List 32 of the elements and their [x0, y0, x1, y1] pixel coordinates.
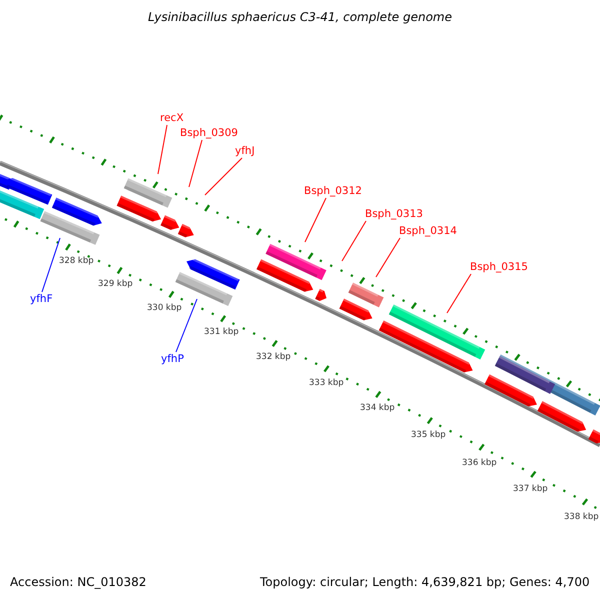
gene-label: Bsph_0309 — [180, 126, 238, 140]
gene-label: recX — [160, 111, 184, 125]
tick-label: 334 kbp — [360, 402, 395, 414]
gene-label: yfhJ — [235, 144, 255, 158]
leader-line — [446, 274, 472, 314]
leader-line — [158, 124, 168, 174]
leader-line — [342, 220, 366, 262]
tick-label: 329 kbp — [98, 278, 133, 290]
tick-label: 336 kbp — [462, 457, 497, 469]
tick-label: 328 kbp — [59, 255, 94, 267]
leader-line — [376, 238, 400, 278]
tick-label: 332 kbp — [256, 351, 291, 363]
tick-label: 338 kbp — [564, 511, 599, 523]
gene-label: yfhF — [30, 292, 53, 306]
footer-text: Accession: NC_010382 — [10, 574, 146, 590]
gene-label: Bsph_0312 — [304, 184, 362, 198]
gene-label: yfhP — [161, 352, 184, 366]
leader-line — [304, 198, 326, 242]
tick-label: 331 kbp — [204, 326, 239, 338]
tick-label: 337 kbp — [513, 483, 548, 495]
tick-label: 330 kbp — [147, 302, 182, 314]
gene-label: Bsph_0313 — [365, 207, 423, 221]
leader-line — [176, 298, 198, 352]
chart-title: Lysinibacillus sphaericus C3-41, complete genome — [146, 10, 453, 24]
tick-label: 333 kbp — [309, 377, 344, 389]
tick-label: 335 kbp — [411, 429, 446, 441]
leader-line — [188, 140, 202, 188]
gene-label: Bsph_0315 — [470, 260, 528, 274]
leader-line — [204, 158, 242, 196]
gene-label: Bsph_0314 — [399, 224, 457, 238]
footer-text: Topology: circular; Length: 4,639,821 bp; Genes: 4,700 — [260, 574, 590, 590]
leader-line — [42, 238, 60, 292]
